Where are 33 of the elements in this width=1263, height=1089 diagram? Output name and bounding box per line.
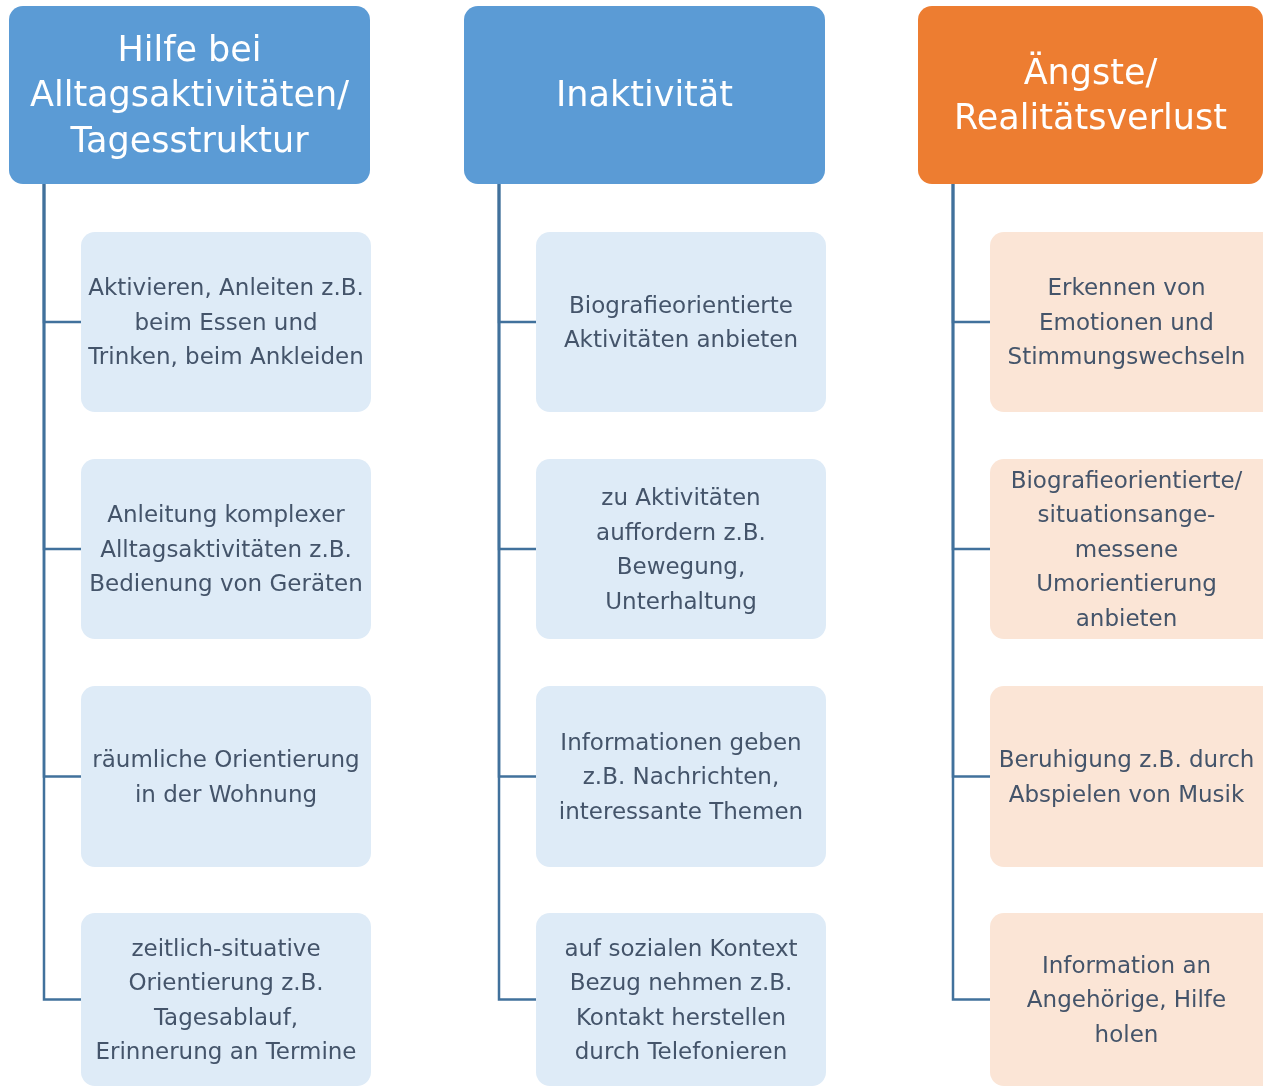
measure-box: [81, 913, 371, 1086]
node-text: räumliche Orientierung in der Wohnung: [91, 745, 361, 809]
connector-line: [951, 184, 990, 1001]
node-text: Beruhigung z.B. durch Abspielen von Musik: [997, 745, 1256, 809]
connector-line: [497, 184, 536, 1001]
node-text: Erkennen von Emotionen und Stimmungswechseln: [1006, 273, 1247, 372]
measure-box: [536, 913, 826, 1086]
measure-box: [536, 232, 826, 412]
node-text: zeitlich-situative Orientierung z.B. Tagesablauf, Erinnerung an Termine: [94, 933, 358, 1066]
connector-line: [42, 184, 81, 1001]
node-text: Ängste/ Realitätsverlust: [953, 50, 1228, 139]
node-text: Informationen geben z.B. Nachrichten, interessante Themen: [557, 727, 805, 826]
node-text: zu Aktivitäten auffordern z.B. Bewegung, Unterhaltung: [595, 483, 767, 616]
measure-box: [536, 459, 826, 639]
node-text: Biografieorientierte Aktivitäten anbieten: [562, 290, 800, 354]
node-text: auf sozialen Kontext Bezug nehmen z.B. Kontakt herstellen durch Telefonieren: [563, 933, 799, 1066]
category-header-box: [464, 6, 825, 184]
measure-box: [990, 913, 1263, 1086]
node-text: Biografieorientierte/ situationsange-messene Umorientierung anbieten: [1009, 465, 1244, 633]
category-header-box: [918, 6, 1263, 184]
measure-box: [536, 686, 826, 867]
measure-box: [990, 686, 1263, 867]
node-text: Inaktivität: [556, 73, 733, 117]
node-text: Hilfe bei Alltagsaktivitäten/ Tagesstruktur: [29, 27, 350, 162]
measure-box: [81, 232, 371, 412]
measure-box: [990, 232, 1263, 412]
node-text: Aktivieren, Anleiten z.B. beim Essen und Trinken, beim Ankleiden: [87, 273, 365, 372]
node-text: Anleitung komplexer Alltagsaktivitäten z.B. Bedienung von Geräten: [88, 500, 364, 599]
measure-box: [81, 686, 371, 867]
category-header-box: [9, 6, 370, 184]
node-text: Information an Angehörige, Hilfe holen: [1025, 950, 1228, 1049]
measure-box: [990, 459, 1263, 639]
measure-box: [81, 459, 371, 639]
